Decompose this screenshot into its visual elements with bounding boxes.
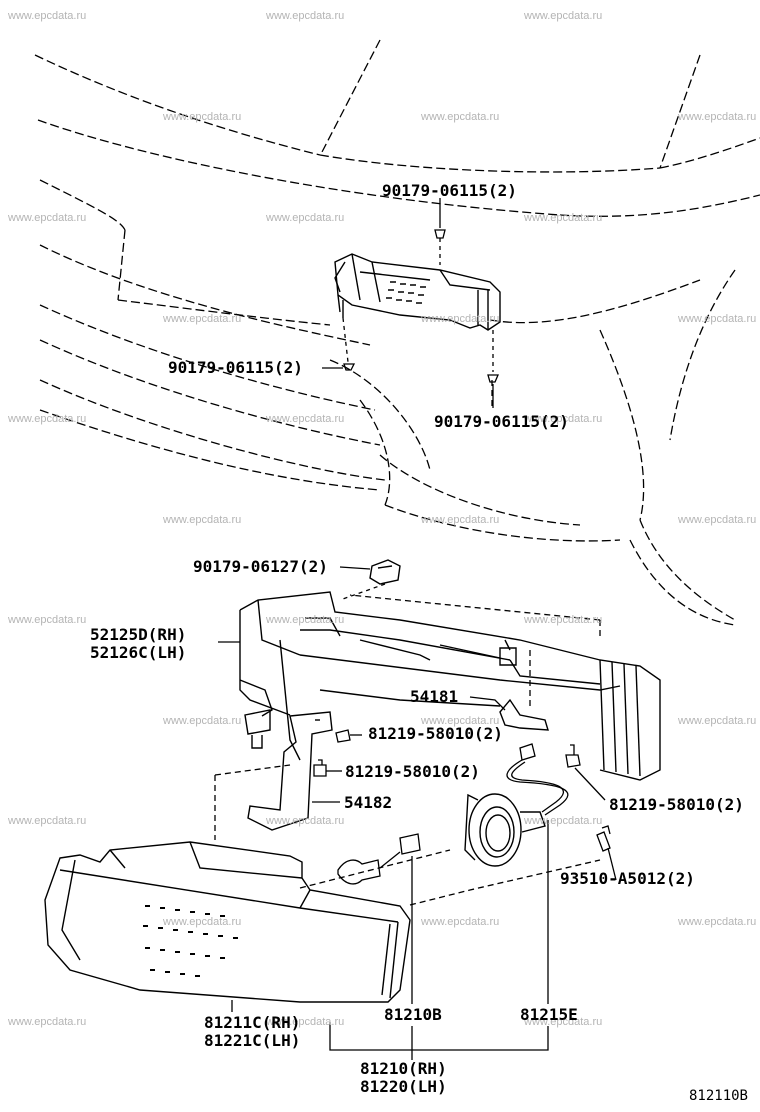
callout-lines-bottom bbox=[231, 820, 549, 1060]
watermark: www.epcdata.ru bbox=[8, 212, 87, 224]
label-lens-lh: 81221C(LH) bbox=[204, 1031, 301, 1050]
label-bolt-bottom: 90179-06115(2) bbox=[434, 412, 569, 431]
label-screw-a: 81219-58010(2) bbox=[368, 724, 503, 743]
watermark: www.epcdata.ru bbox=[163, 313, 242, 325]
watermark: www.epcdata.ru bbox=[678, 715, 757, 727]
leader-nut bbox=[339, 566, 371, 570]
watermark: www.epcdata.ru bbox=[524, 413, 603, 425]
screw-81219-c bbox=[565, 744, 581, 768]
label-lens-rh: 81211C(RH) bbox=[204, 1013, 301, 1032]
watermark: www.epcdata.ru bbox=[266, 10, 345, 22]
bulb-part bbox=[337, 833, 421, 885]
label-bolt-left: 90179-06115(2) bbox=[168, 358, 303, 377]
screw-93510 bbox=[596, 825, 611, 852]
leader-54181 bbox=[469, 696, 506, 711]
assembly-lines bbox=[214, 380, 601, 906]
label-stay-b: 54182 bbox=[344, 793, 393, 812]
watermark: www.epcdata.ru bbox=[8, 10, 87, 22]
label-bracket-rh: 52125D(RH) bbox=[90, 625, 187, 644]
lens-pattern bbox=[143, 905, 238, 977]
grille-piece-upper bbox=[334, 253, 501, 331]
label-socket: 81215E bbox=[520, 1005, 578, 1024]
fastener-lines-upper bbox=[342, 238, 494, 372]
diagram-reference-number: 812110B bbox=[688, 1088, 748, 1104]
watermark: www.epcdata.ru bbox=[8, 614, 87, 626]
label-bolt-top: 90179-06115(2) bbox=[382, 181, 517, 200]
clip-fasteners-upper bbox=[343, 229, 499, 383]
nut-part bbox=[369, 559, 401, 585]
stay-54181 bbox=[499, 698, 549, 731]
watermark: www.epcdata.ru bbox=[266, 413, 345, 425]
watermark: www.epcdata.ru bbox=[678, 313, 757, 325]
leader-lines-upper bbox=[322, 198, 494, 408]
watermark: www.epcdata.ru bbox=[421, 313, 500, 325]
watermark: www.epcdata.ru bbox=[678, 111, 757, 123]
watermark: www.epcdata.ru bbox=[163, 514, 242, 526]
watermark: www.epcdata.ru bbox=[524, 815, 603, 827]
screw-81219-b bbox=[313, 759, 327, 777]
watermark: www.epcdata.ru bbox=[524, 614, 603, 626]
leader-screw-93510 bbox=[607, 847, 617, 881]
watermark: www.epcdata.ru bbox=[266, 1016, 345, 1028]
watermark: www.epcdata.ru bbox=[163, 715, 242, 727]
label-screw-c: 81219-58010(2) bbox=[609, 795, 744, 814]
label-screw-d: 93510-A5012(2) bbox=[560, 869, 695, 888]
watermark: www.epcdata.ru bbox=[8, 413, 87, 425]
watermark: www.epcdata.ru bbox=[163, 111, 242, 123]
label-bulb: 81210B bbox=[384, 1005, 442, 1024]
label-bracket-lh: 52126C(LH) bbox=[90, 643, 187, 662]
watermark: www.epcdata.ru bbox=[8, 815, 87, 827]
label-screw-b: 81219-58010(2) bbox=[345, 762, 480, 781]
label-nut-bracket: 90179-06127(2) bbox=[193, 557, 328, 576]
watermark: www.epcdata.ru bbox=[678, 916, 757, 928]
label-stay-a: 54181 bbox=[410, 687, 459, 706]
label-assy-lh: 81220(LH) bbox=[360, 1077, 447, 1096]
vehicle-body-outline bbox=[34, 39, 760, 626]
socket-wire-part bbox=[506, 743, 569, 816]
watermark: www.epcdata.ru bbox=[524, 1016, 603, 1028]
leader-screw-c bbox=[574, 767, 606, 801]
watermark: www.epcdata.ru bbox=[163, 916, 242, 928]
watermark: www.epcdata.ru bbox=[266, 815, 345, 827]
watermark: www.epcdata.ru bbox=[421, 916, 500, 928]
watermark: www.epcdata.ru bbox=[421, 111, 500, 123]
watermark: www.epcdata.ru bbox=[524, 212, 603, 224]
bracket-assembly bbox=[239, 591, 661, 781]
bulb-socket-part bbox=[464, 793, 546, 867]
watermark: www.epcdata.ru bbox=[8, 1016, 87, 1028]
watermark: www.epcdata.ru bbox=[421, 715, 500, 727]
watermark: www.epcdata.ru bbox=[524, 10, 603, 22]
screw-81219-a bbox=[335, 729, 356, 743]
lens-housing-part bbox=[44, 841, 411, 1003]
grille-slots bbox=[386, 281, 426, 304]
stay-54182 bbox=[247, 711, 333, 831]
watermark: www.epcdata.ru bbox=[266, 614, 345, 626]
watermark: www.epcdata.ru bbox=[678, 514, 757, 526]
watermark: www.epcdata.ru bbox=[266, 212, 345, 224]
label-assy-rh: 81210(RH) bbox=[360, 1059, 447, 1078]
watermark: www.epcdata.ru bbox=[421, 514, 500, 526]
